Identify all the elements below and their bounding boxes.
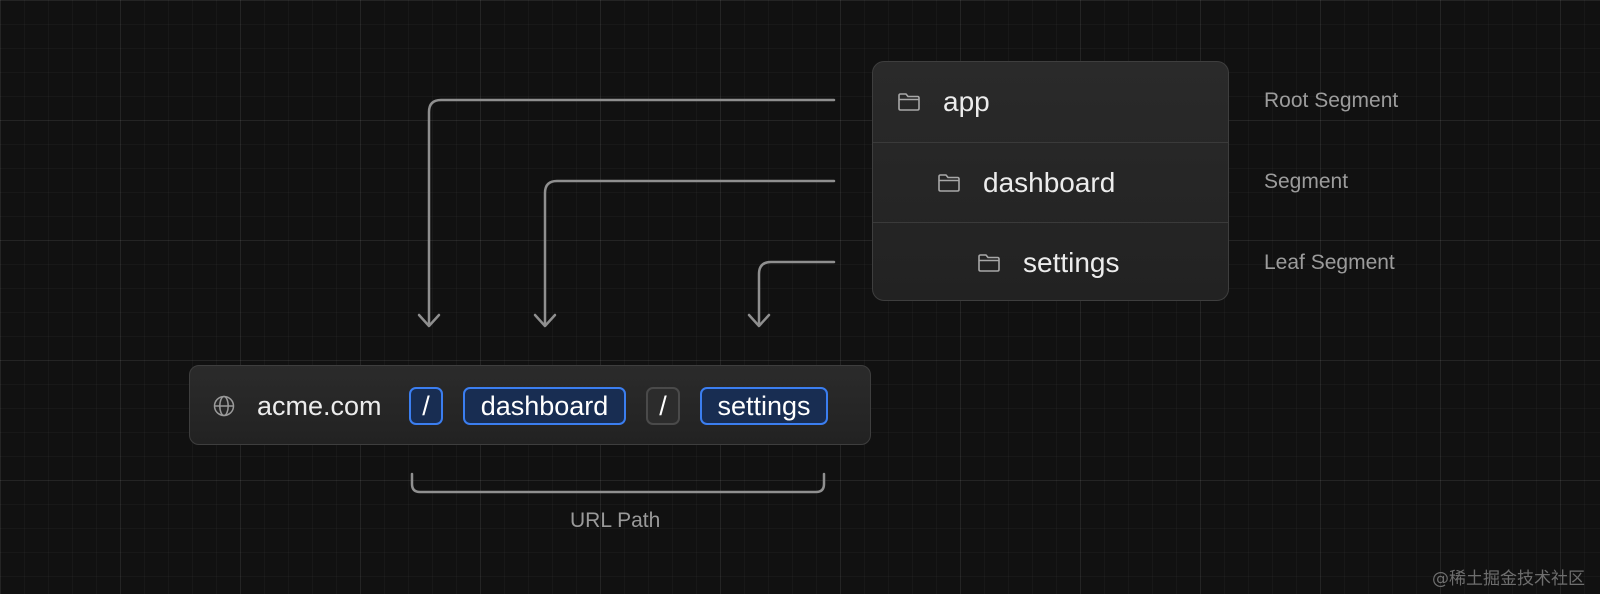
connector-settings xyxy=(757,260,836,327)
arrowhead-dashboard xyxy=(533,313,557,328)
connector-dashboard xyxy=(543,179,836,327)
tree-item-settings[interactable]: settings xyxy=(873,222,1228,300)
url-segment-settings[interactable]: settings xyxy=(700,387,828,425)
domain-text: acme.com xyxy=(257,391,382,421)
file-tree-panel: app dashboard settings xyxy=(872,61,1229,301)
tree-item-app[interactable]: app xyxy=(873,62,1228,142)
leaf-segment-label: Leaf Segment xyxy=(1264,251,1395,274)
folder-icon xyxy=(978,253,1000,272)
segment-label: Segment xyxy=(1264,170,1349,193)
arrowhead-settings xyxy=(747,313,771,328)
url-bar[interactable]: acme.com / dashboard / settings xyxy=(189,365,871,445)
url-path-bracket xyxy=(410,472,826,494)
tree-item-label: dashboard xyxy=(983,166,1116,198)
globe-icon xyxy=(213,395,235,417)
watermark: @稀土掘金技术社区 xyxy=(1432,569,1585,589)
folder-icon xyxy=(938,173,960,192)
url-segment-dashboard[interactable]: dashboard xyxy=(463,387,626,425)
connector-app xyxy=(427,98,836,327)
url-segment-slash[interactable]: / xyxy=(646,387,680,425)
tree-item-label: settings xyxy=(1023,246,1120,278)
folder-icon xyxy=(898,93,920,111)
tree-item-label: app xyxy=(943,86,990,117)
url-path-label: URL Path xyxy=(570,509,661,532)
arrowhead-app xyxy=(417,313,441,328)
url-segment-root-slash[interactable]: / xyxy=(409,387,443,425)
tree-item-dashboard[interactable]: dashboard xyxy=(873,142,1228,222)
root-segment-label: Root Segment xyxy=(1264,89,1399,112)
